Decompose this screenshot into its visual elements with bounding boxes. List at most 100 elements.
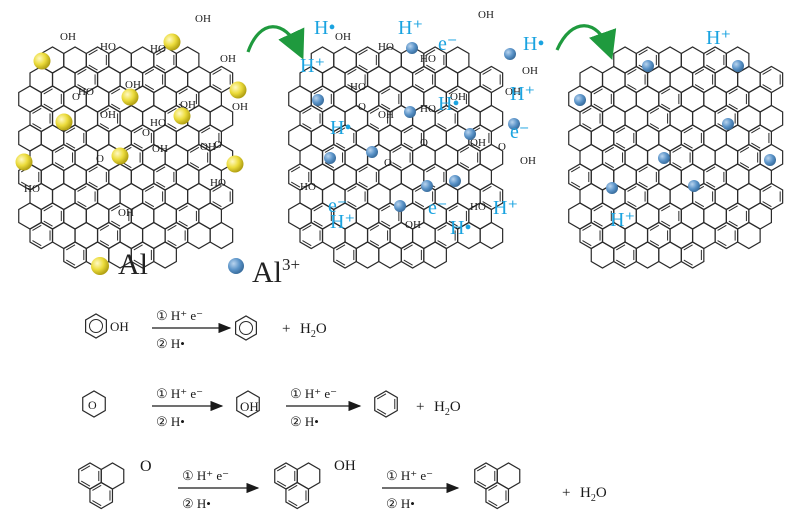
double-bond — [347, 201, 357, 208]
benzene-ring — [63, 241, 87, 269]
double-bond — [347, 84, 357, 91]
al-ion — [722, 118, 734, 130]
double-bond — [32, 107, 42, 114]
double-bond — [694, 201, 705, 208]
benzene-ring — [29, 221, 54, 250]
al-metal-label-text: Al — [118, 248, 148, 281]
double-bond — [706, 49, 716, 56]
double-bond — [476, 480, 487, 487]
hydrogen-radical-label: H• — [330, 117, 351, 139]
double-bond — [762, 84, 772, 91]
sheet2-protons-electrons: H•H⁺H⁺H•H⁺H•e⁻e⁻H⁺e⁻H•H⁺H•e⁻ — [300, 17, 544, 239]
benzene-product — [235, 315, 257, 341]
double-bond — [672, 146, 682, 153]
epoxide-oxygen: O — [142, 127, 150, 139]
double-bond — [739, 162, 750, 169]
double-bond — [201, 127, 211, 134]
double-bond — [403, 127, 413, 134]
epoxide-oxygen: O — [358, 101, 366, 113]
double-bond — [728, 220, 738, 227]
proton-label: H⁺ — [398, 17, 423, 39]
double-bond — [426, 64, 436, 71]
double-bond — [358, 181, 368, 188]
double-bond — [212, 68, 222, 75]
double-bond — [728, 205, 738, 212]
double-bond — [290, 166, 301, 173]
double-bond — [77, 185, 87, 192]
double-bond — [661, 205, 671, 212]
double-bond — [144, 201, 155, 208]
double-bond — [381, 88, 391, 95]
proton-label: H⁺ — [706, 27, 731, 49]
electron-label: e⁻ — [328, 195, 347, 217]
double-bond — [437, 224, 447, 231]
al-metal-particle — [229, 81, 247, 99]
double-bond — [54, 146, 65, 153]
double-bond — [672, 162, 682, 169]
double-bond — [448, 205, 458, 212]
plus-sign: + — [562, 485, 570, 501]
double-bond — [381, 220, 391, 227]
reaction-condition-step2: ② H• — [386, 496, 415, 511]
al-ion-legend-icon — [228, 258, 244, 274]
benzene-ring — [590, 241, 615, 269]
functional-group-label: HO — [24, 183, 40, 195]
al-ion — [324, 152, 336, 164]
double-bond — [706, 64, 716, 71]
double-bond — [111, 103, 121, 110]
functional-group-label: OH — [152, 143, 168, 155]
double-bond — [369, 123, 380, 130]
al-ion — [732, 60, 744, 72]
hydrogen-radical-label: H• — [438, 93, 459, 115]
al-metal-particle — [121, 88, 139, 106]
double-bond — [66, 259, 76, 266]
functional-group-label: OH — [232, 101, 248, 113]
aromatic-circle — [239, 321, 253, 335]
double-bond — [616, 244, 626, 251]
double-bond — [488, 484, 498, 491]
benzene-ring — [378, 241, 402, 269]
double-bond — [144, 84, 155, 91]
al-ion — [421, 180, 433, 192]
al-ion — [464, 128, 476, 140]
al-ion — [574, 94, 586, 106]
reaction-condition-step1: ① H⁺ e⁻ — [156, 308, 203, 323]
double-bond — [156, 181, 166, 188]
double-bond — [717, 224, 727, 231]
al-metal-particles — [15, 33, 247, 173]
double-bond — [313, 205, 323, 212]
double-bond — [762, 185, 772, 192]
al-ion-charge: 3+ — [282, 255, 301, 274]
double-bond — [313, 220, 323, 227]
double-bond — [638, 166, 648, 173]
double-bond — [99, 107, 110, 114]
benzene-ring — [680, 241, 705, 269]
double-bond — [88, 49, 98, 56]
benzene-ring — [635, 241, 660, 269]
double-bond — [77, 201, 87, 208]
double-bond — [414, 84, 425, 91]
double-bond — [178, 220, 188, 227]
double-bond — [426, 166, 436, 173]
double-bond — [627, 84, 637, 91]
proton-label: H⁺ — [510, 83, 535, 105]
functional-group-label: HO — [100, 41, 116, 53]
reaction-condition-step2: ② H• — [156, 336, 185, 351]
double-bond — [156, 166, 166, 173]
functional-group-label: OH — [335, 31, 351, 43]
epoxide-oxygen: O — [498, 141, 506, 153]
water-product: H2O — [580, 485, 607, 504]
functional-group-label: HO — [300, 181, 316, 193]
sheet3-protons: H⁺H⁺ — [610, 27, 731, 231]
double-bond — [448, 88, 458, 95]
reaction-condition-step2: ② H• — [156, 414, 185, 429]
benzene-ring — [613, 241, 637, 269]
functional-group-label: OH — [60, 31, 76, 43]
hydroxyl-label: OH — [240, 399, 259, 414]
double-bond — [111, 205, 121, 212]
epoxide-oxygen: O — [384, 157, 392, 169]
double-bond — [649, 123, 660, 130]
double-bond — [99, 123, 110, 130]
benzene-ring — [479, 221, 504, 250]
